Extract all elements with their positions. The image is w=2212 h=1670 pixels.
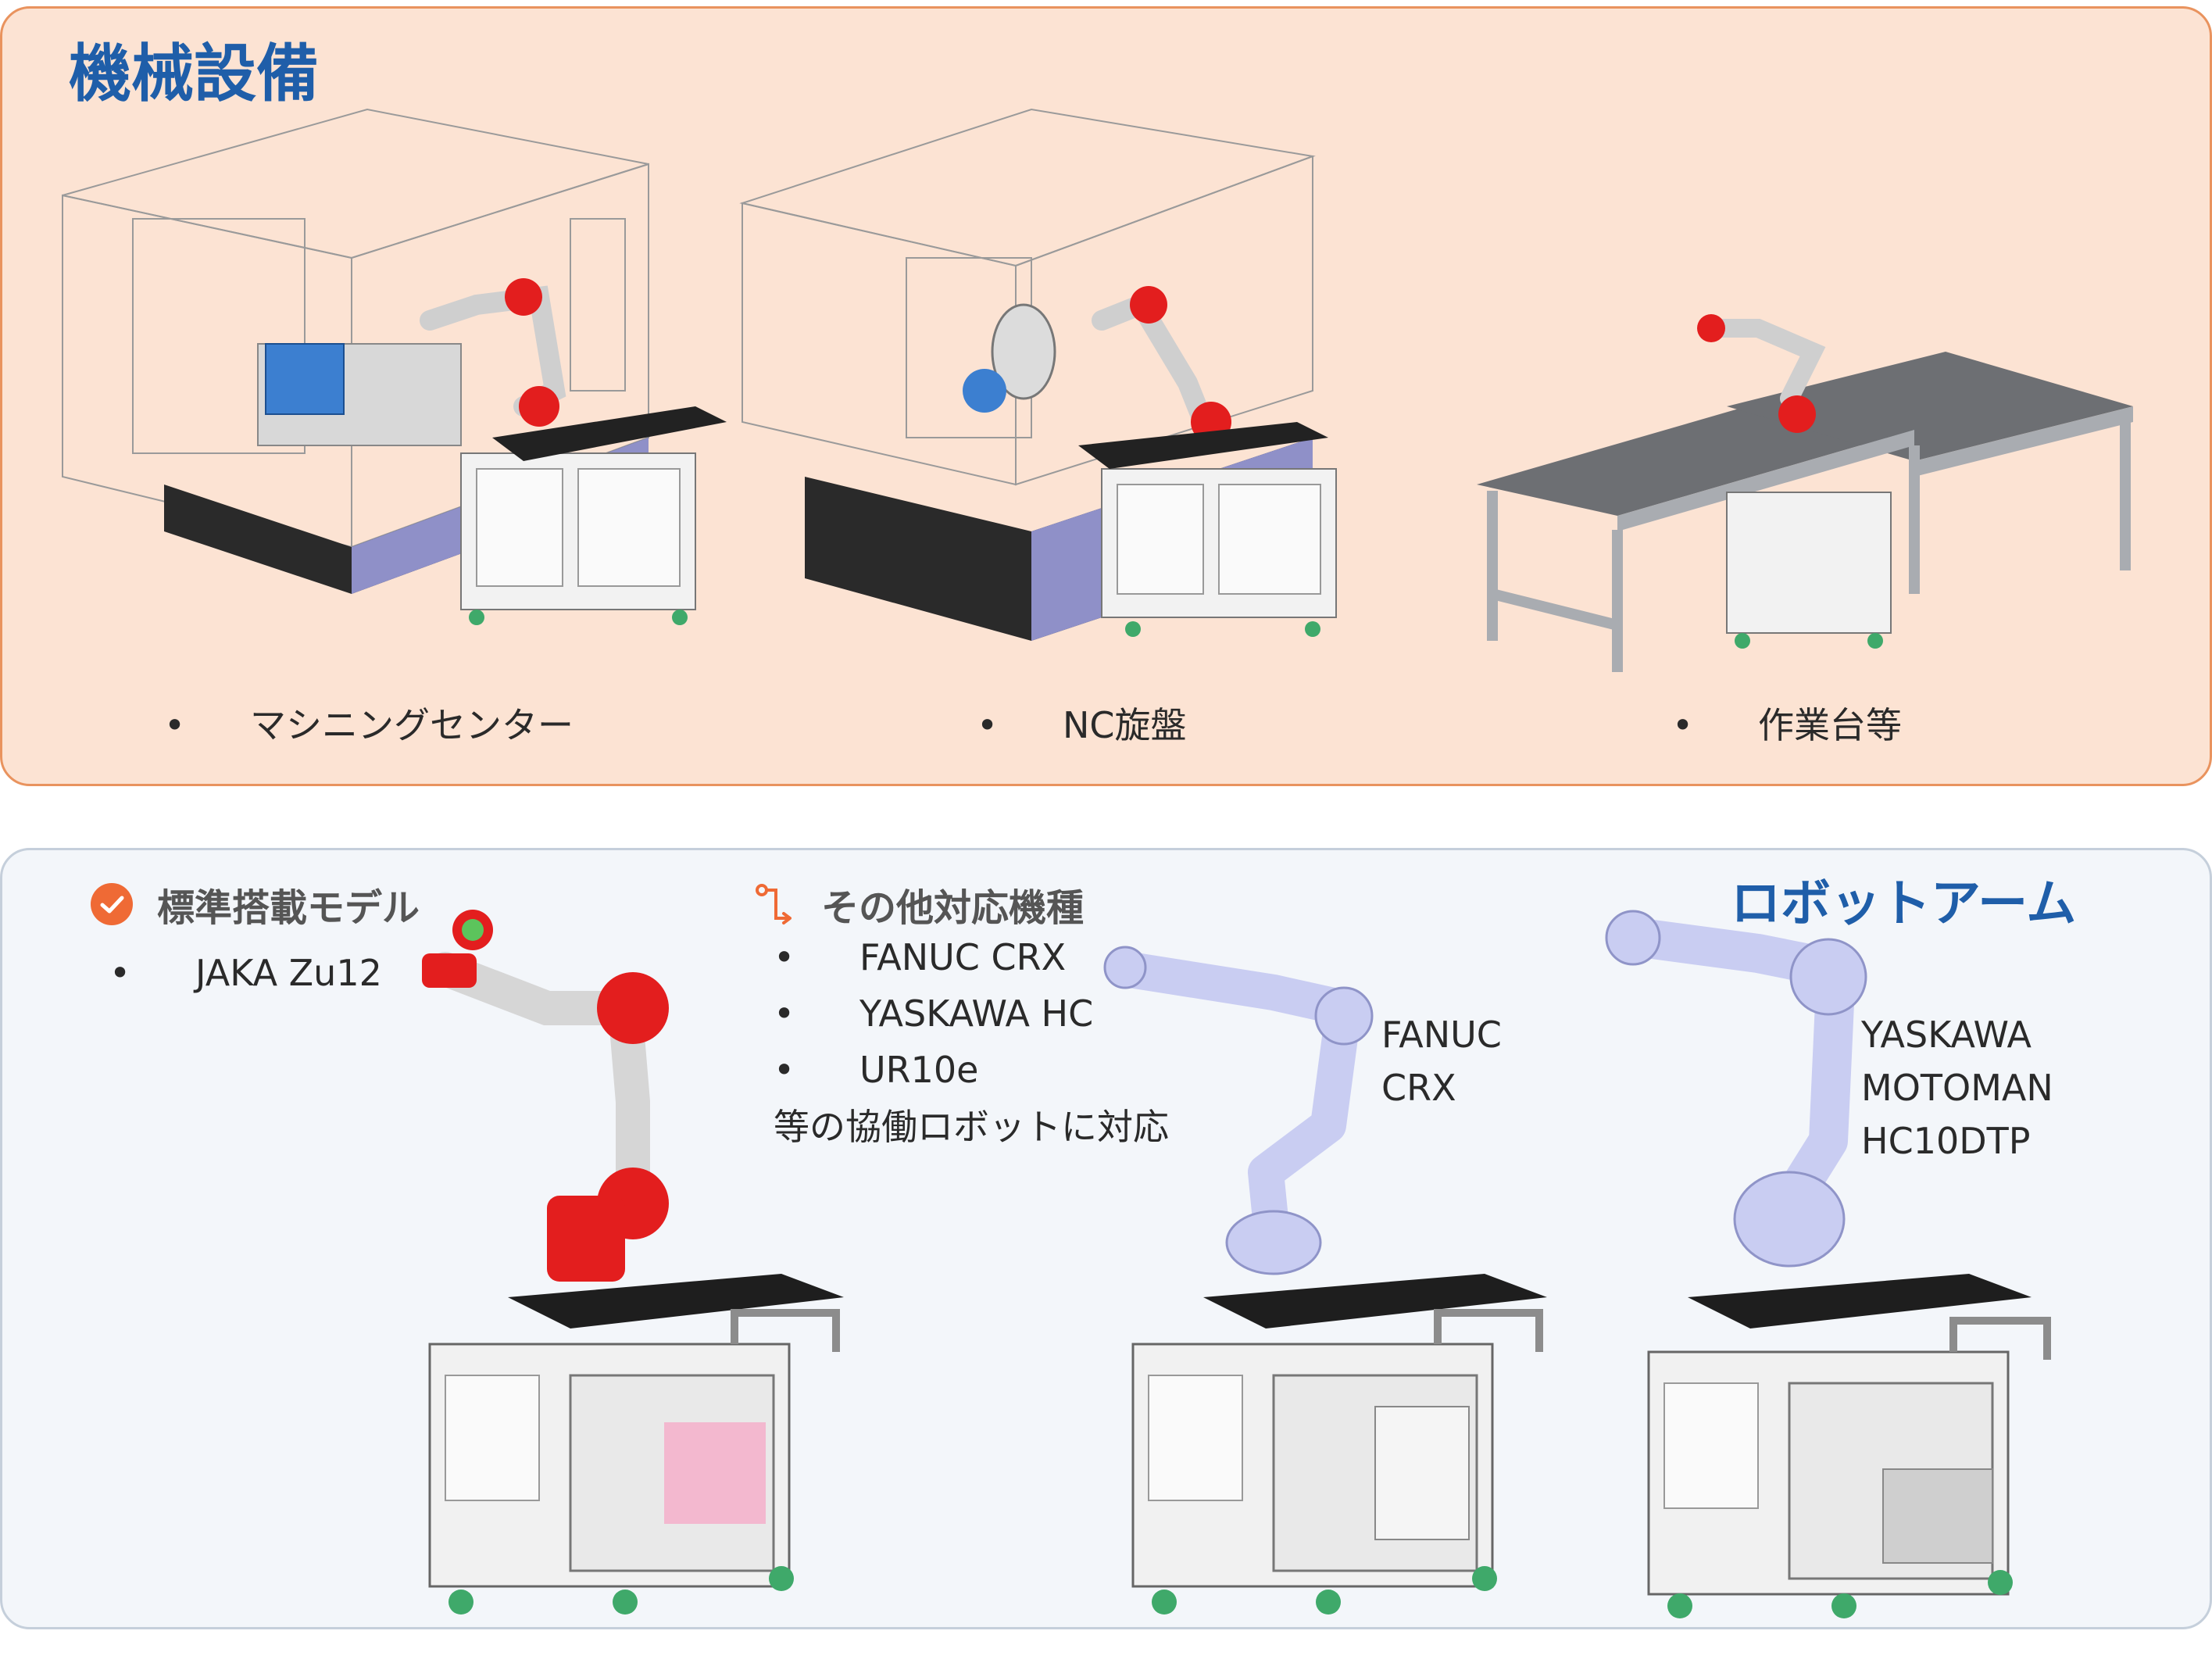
other-models-heading: その他対応機種 <box>754 877 1084 932</box>
nc-lathe-illustration <box>739 108 1337 641</box>
fanuc-robot-label: FANUC CRX <box>1381 1014 1502 1109</box>
other-models-note: 等の協働ロボットに対応 <box>774 1106 1169 1148</box>
machine-item-nc-lathe: •NC旋盤 <box>977 704 1187 746</box>
route-icon <box>756 884 792 924</box>
check-circle-icon <box>91 883 133 925</box>
other-model-yaskawa: •YASKAWA HC <box>774 992 1094 1035</box>
machine-item-workbench: •作業台等 <box>1672 704 1902 746</box>
yaskawa-robot-label: YASKAWA MOTOMAN HC10DTP <box>1861 1014 2053 1162</box>
other-model-ur10e: •UR10e <box>774 1049 979 1091</box>
jaka-robot-cart-illustration <box>422 910 844 1615</box>
robot-arm-title: ロボットアーム <box>1731 875 2077 933</box>
fanuc-robot-cart-illustration <box>1103 946 1547 1615</box>
workbench-illustration <box>1477 314 2133 672</box>
yaskawa-robot-cart-illustration <box>1605 910 2051 1618</box>
machine-equipment-title: 機械設備 <box>69 38 319 110</box>
standard-model-heading: 標準搭載モデル <box>90 877 420 932</box>
machining-center-illustration <box>62 108 727 625</box>
machine-item-machining-center: •マシニングセンター <box>164 704 574 746</box>
standard-model-item: •JAKA Zu12 <box>109 952 382 994</box>
other-model-fanuc: •FANUC CRX <box>774 936 1067 978</box>
